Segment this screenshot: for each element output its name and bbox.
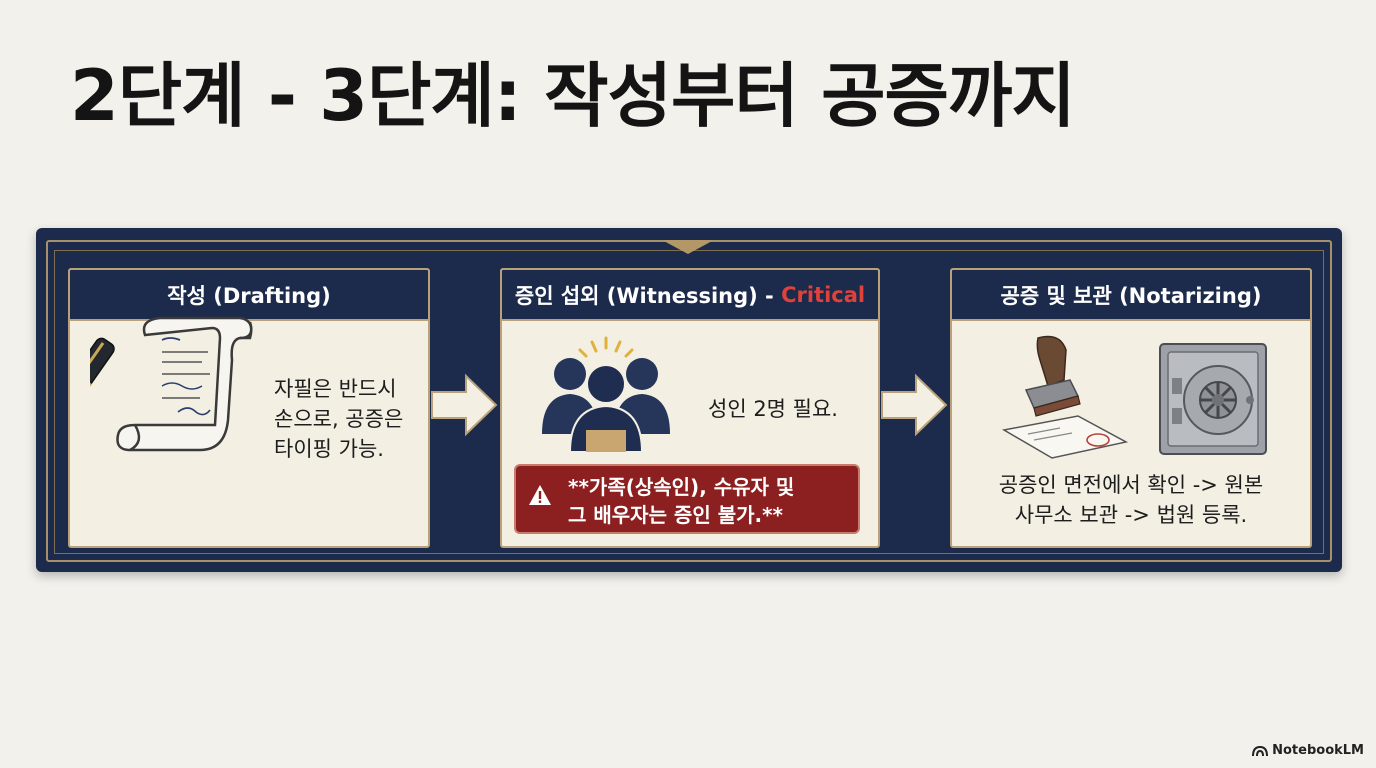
- witnessing-header-label: 증인 섭외 (Witnessing) -: [515, 280, 781, 310]
- drafting-text-line-3: 타이핑 가능.: [274, 434, 403, 464]
- footer-brand: NotebookLM: [1272, 743, 1364, 758]
- warning-text: **가족(상속인), 수유자 및 그 배우자는 증인 불가.**: [568, 473, 794, 529]
- flow-arrow-1: [430, 372, 498, 438]
- panel-notch: [662, 240, 714, 254]
- warning-triangle-icon: [528, 484, 552, 506]
- step-card-witnessing: 증인 섭외 (Witnessing) - Critical 성인 2명 필요. …: [500, 268, 880, 548]
- warning-line-1: **가족(상속인), 수유자 및: [568, 473, 794, 501]
- step-card-drafting: 작성 (Drafting) 자필은 반드시 손으로, 공증은 타이핑 가능.: [68, 268, 430, 548]
- step-header-witnessing: 증인 섭외 (Witnessing) - Critical: [502, 270, 878, 321]
- drafting-text: 자필은 반드시 손으로, 공증은 타이핑 가능.: [274, 374, 403, 464]
- notarizing-text: 공증인 면전에서 확인 -> 원본 사무소 보관 -> 법원 등록.: [952, 470, 1310, 530]
- drafting-text-line-2: 손으로, 공증은: [274, 404, 403, 434]
- critical-label: Critical: [781, 283, 865, 307]
- drafting-text-line-1: 자필은 반드시: [274, 374, 403, 404]
- notebooklm-watermark: NotebookLM: [1252, 743, 1364, 758]
- warning-line-2: 그 배우자는 증인 불가.**: [568, 501, 794, 529]
- stamp-icon: [1000, 334, 1130, 460]
- notarizing-text-line-2: 사무소 보관 -> 법원 등록.: [952, 500, 1310, 530]
- notebooklm-logo-icon: [1252, 745, 1268, 757]
- flow-arrow-2: [880, 372, 948, 438]
- step-card-notarizing: 공증 및 보관 (Notarizing) 공증인 면전에서 확인 -> 원본 사…: [950, 268, 1312, 548]
- page-title: 2단계 - 3단계: 작성부터 공증까지: [70, 58, 1075, 135]
- three-people-icon: [536, 334, 676, 454]
- step-header-notarizing: 공증 및 보관 (Notarizing): [952, 270, 1310, 321]
- notarizing-text-line-1: 공증인 면전에서 확인 -> 원본: [952, 470, 1310, 500]
- witnessing-text: 성인 2명 필요.: [708, 394, 838, 424]
- witness-warning-box: **가족(상속인), 수유자 및 그 배우자는 증인 불가.**: [514, 464, 860, 534]
- pen-and-scroll-icon: [90, 300, 260, 460]
- vault-icon: [1158, 342, 1268, 456]
